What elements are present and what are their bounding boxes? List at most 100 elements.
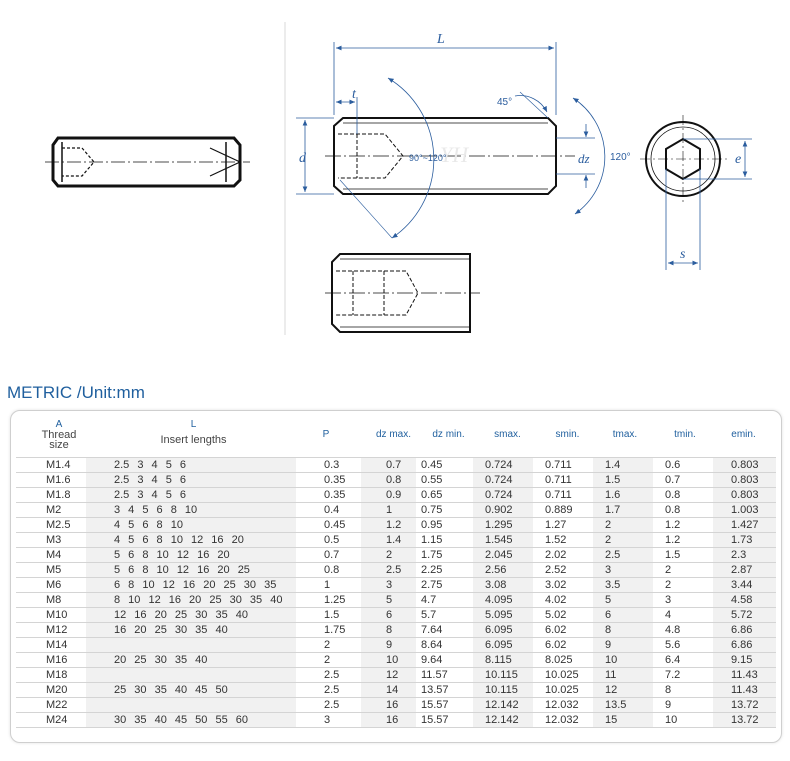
table-cell: 12: [361, 667, 416, 683]
table-cell: 2: [653, 577, 713, 593]
header-p: P: [322, 429, 330, 440]
table-cell: 11.43: [713, 667, 776, 683]
technical-drawing: YH L t d 90°~120° 45° dz 120°: [45, 22, 752, 335]
table-cell: 2.56: [473, 562, 533, 578]
table-cell: 25 30 35 40 45 50: [86, 682, 296, 698]
table-cell: 3: [653, 592, 713, 608]
table-cell: 3: [593, 562, 653, 578]
table-cell: 1.6: [593, 487, 653, 503]
table-cell: 0.8: [361, 472, 416, 488]
table-cell: 0.3: [296, 457, 361, 473]
dim-label-s: s: [680, 247, 686, 262]
table-cell: 0.711: [533, 472, 593, 488]
header-insert-lengths: L Insert lengths: [131, 419, 256, 465]
table-cell: 2.02: [533, 547, 593, 563]
table-cell: 9: [653, 697, 713, 713]
table-cell: 12.032: [533, 697, 593, 713]
table-cell: 8.64: [416, 637, 473, 653]
table-cell: 0.902: [473, 502, 533, 518]
table-cell: 0.7: [653, 472, 713, 488]
table-cell: 3.02: [533, 577, 593, 593]
table-cell: 1.5: [593, 472, 653, 488]
table-cell: 0.889: [533, 502, 593, 518]
table-cell: 0.8: [653, 487, 713, 503]
table-cell: 2.5: [593, 547, 653, 563]
table-cell: 6.02: [533, 622, 593, 638]
table-cell: 16 20 25 30 35 40: [86, 622, 296, 638]
table-cell: 0.7: [361, 457, 416, 473]
table-cell: 8: [361, 622, 416, 638]
table-cell: 5.7: [416, 607, 473, 623]
table-cell: 1.25: [296, 592, 361, 608]
table-cell: M8: [16, 592, 86, 608]
table-cell: 11: [593, 667, 653, 683]
table-cell: 16: [361, 712, 416, 728]
table-cell: M18: [16, 667, 86, 683]
dim-label-e: e: [735, 152, 741, 167]
table-cell: 12 16 20 25 30 35 40: [86, 607, 296, 623]
table-cell: 9.15: [713, 652, 776, 668]
header-e-min: emin.: [731, 429, 756, 440]
table-cell: 1.4: [361, 532, 416, 548]
table-cell: 0.803: [713, 457, 776, 473]
table-cell: 1.75: [296, 622, 361, 638]
table-cell: 4: [653, 607, 713, 623]
table-cell: 0.803: [713, 472, 776, 488]
dim-label-t: t: [352, 87, 357, 102]
table-cell: 15.57: [416, 712, 473, 728]
table-cell: 10.025: [533, 682, 593, 698]
table-cell: 0.803: [713, 487, 776, 503]
table-cell: 1.27: [533, 517, 593, 533]
table-cell: 6.86: [713, 637, 776, 653]
table-cell: 0.55: [416, 472, 473, 488]
table-cell: 0.711: [533, 487, 593, 503]
table-cell: 1.2: [653, 532, 713, 548]
table-cell: 10: [653, 712, 713, 728]
header-insert-code: L: [190, 419, 197, 430]
table-cell: 9: [361, 637, 416, 653]
table-cell: 5.72: [713, 607, 776, 623]
header-thread-label: Thread: [41, 429, 77, 441]
table-cell: 15: [593, 712, 653, 728]
table-cell: 0.6: [653, 457, 713, 473]
table-cell: 0.35: [296, 487, 361, 503]
dim-label-d: d: [299, 151, 307, 166]
table-cell: 2: [593, 517, 653, 533]
table-cell: 13.72: [713, 712, 776, 728]
table-cell: 0.7: [296, 547, 361, 563]
table-cell: 1.295: [473, 517, 533, 533]
table-cell: 2: [593, 532, 653, 548]
header-s-min: smin.: [555, 429, 580, 440]
table-cell: 4.8: [653, 622, 713, 638]
table-cell: 7.2: [653, 667, 713, 683]
table-cell: 20 25 30 35 40: [86, 652, 296, 668]
table-cell: M2: [16, 502, 86, 518]
table-cell: 0.9: [361, 487, 416, 503]
table-cell: 2.87: [713, 562, 776, 578]
table-cell: 1.427: [713, 517, 776, 533]
table-title: METRIC /Unit:mm: [7, 383, 145, 402]
table-cell: M5: [16, 562, 86, 578]
table-cell: 5.095: [473, 607, 533, 623]
table-cell: 1: [361, 502, 416, 518]
table-cell: 5.6: [653, 637, 713, 653]
table-cell: 0.724: [473, 487, 533, 503]
table-cell: 15.57: [416, 697, 473, 713]
table-cell: 0.65: [416, 487, 473, 503]
table-cell: M3: [16, 532, 86, 548]
table-cell: 4.095: [473, 592, 533, 608]
table-cell: 0.35: [296, 472, 361, 488]
table-cell: 2.5 3 4 5 6: [86, 487, 296, 503]
table-cell: [86, 667, 296, 683]
table-cell: 0.724: [473, 457, 533, 473]
table-cell: 2: [361, 547, 416, 563]
